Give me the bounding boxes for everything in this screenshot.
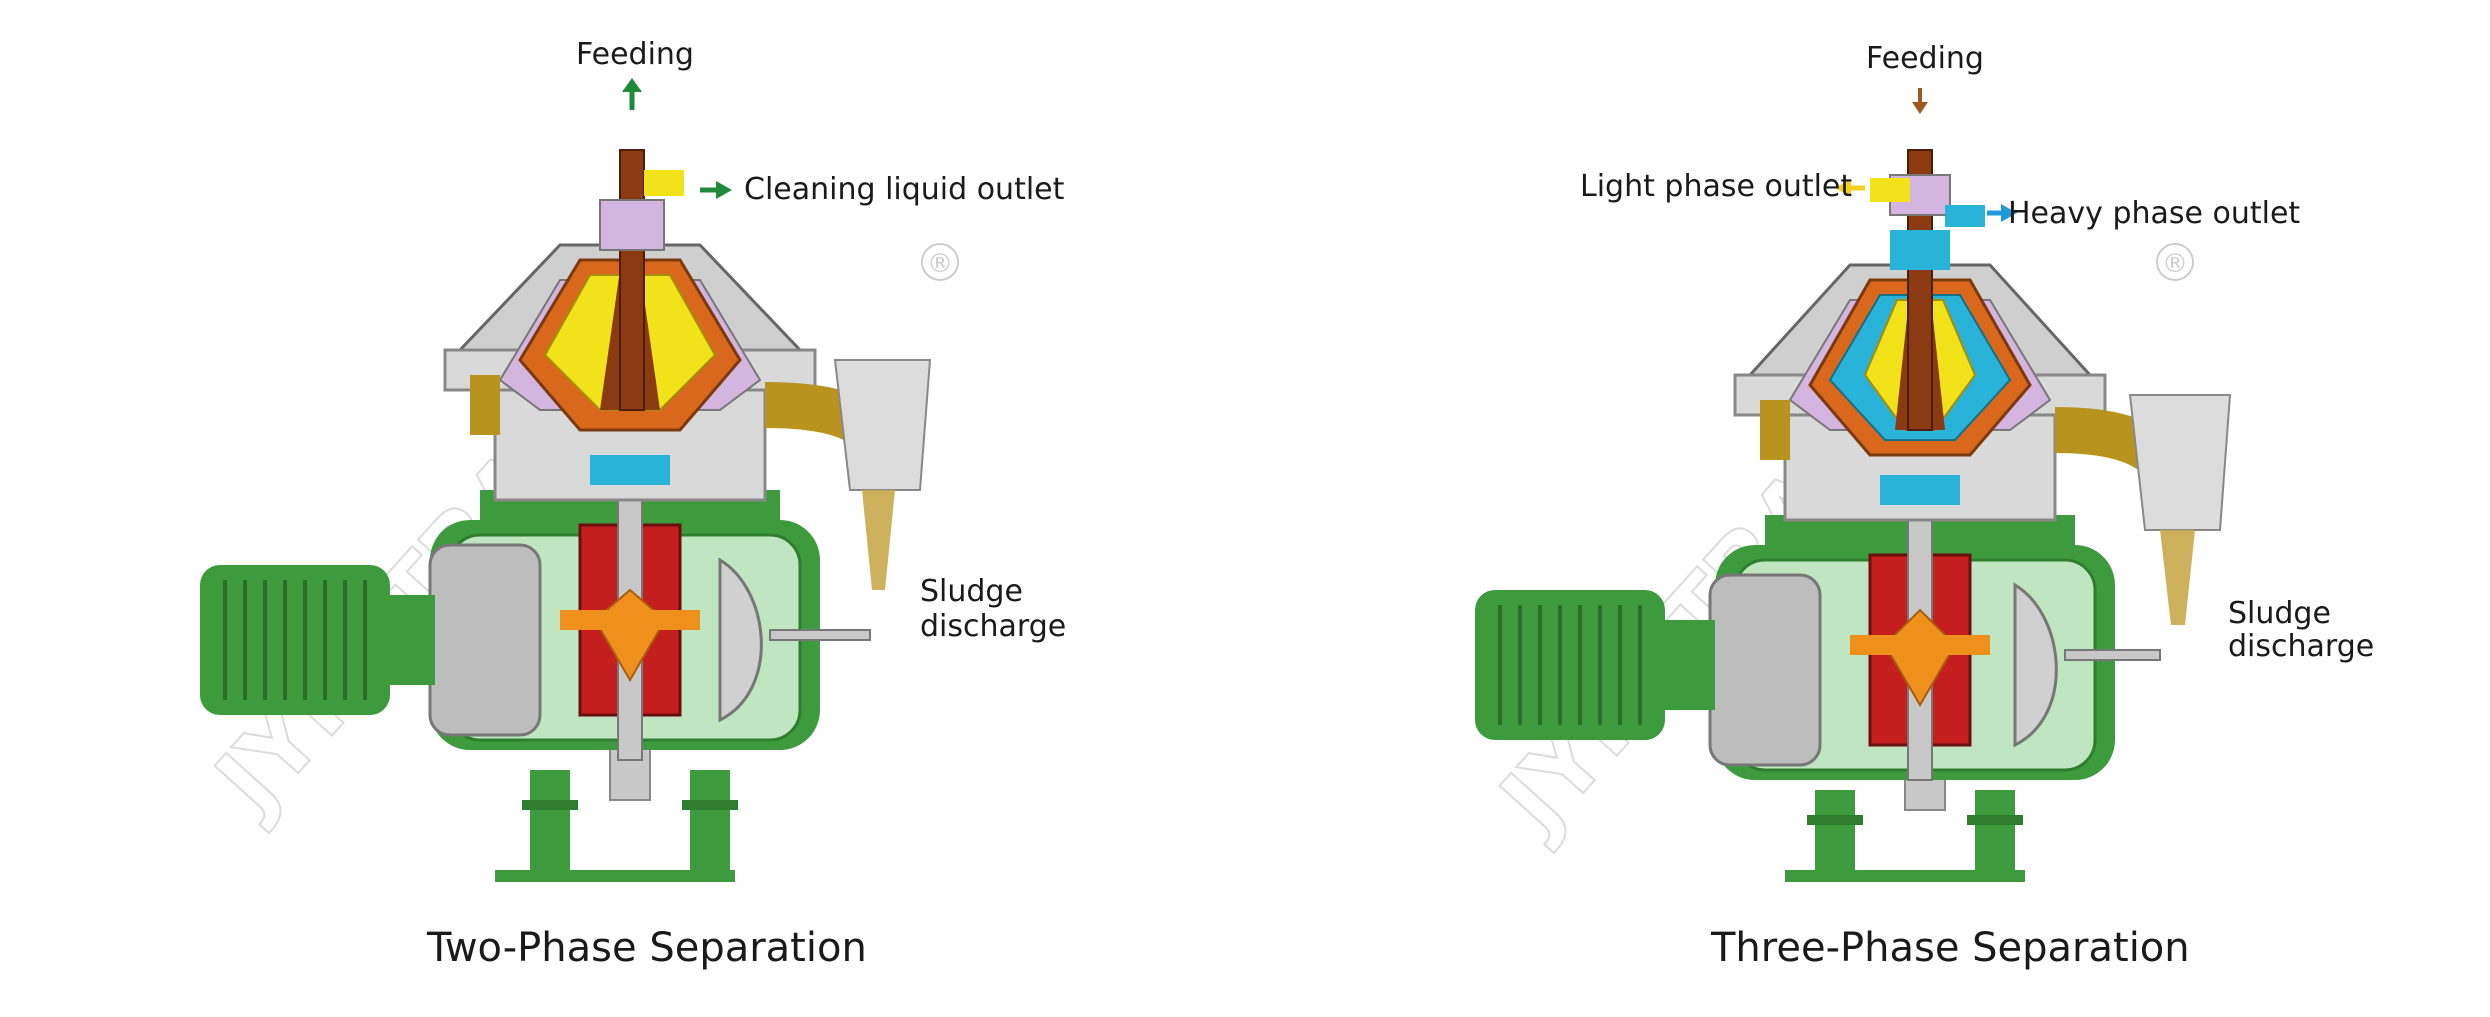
feeding-label: Feeding [1866, 41, 1984, 76]
three-phase-separator-diagram: JYFILTRATION ® [1475, 88, 2232, 882]
sludge-chute [2054, 394, 2232, 625]
feeding-label: Feeding [576, 37, 694, 72]
electric-motor [1475, 590, 1715, 740]
sludge-label-line2: discharge [2228, 629, 2375, 664]
light-phase-outlet-label: Light phase outlet [1580, 169, 1853, 204]
cleaning-outlet-label: Cleaning liquid outlet [744, 172, 1065, 207]
registered-mark: ® [927, 249, 953, 279]
three-phase-caption: Three-Phase Separation [1711, 925, 2190, 971]
registered-mark-group: ® [2156, 243, 2194, 281]
electric-motor [200, 565, 435, 715]
two-phase-separator-diagram: JYFILTRATION ® [191, 78, 959, 882]
light-phase-outlet-arrow [1835, 179, 1865, 197]
feeding-arrow [1912, 88, 1928, 114]
sludge-label-line1: Sludge [920, 574, 1023, 609]
drive-gear [1850, 519, 1990, 781]
sludge-label-line1: Sludge [2228, 596, 2331, 631]
two-phase-panel: JYFILTRATION ® [191, 37, 1067, 972]
separator-bowl [443, 149, 817, 502]
heavy-phase-outlet-label: Heavy phase outlet [2008, 196, 2301, 231]
heavy-phase-outlet-arrow [1987, 204, 2017, 222]
sludge-label-line2: discharge [920, 609, 1067, 644]
registered-mark: ® [2162, 249, 2188, 279]
drive-gear [560, 499, 700, 761]
sludge-chute [764, 359, 932, 590]
feeding-arrow [622, 78, 642, 110]
three-phase-panel: JYFILTRATION ® [1245, 0, 2490, 1017]
registered-mark-group: ® [921, 243, 959, 281]
separator-bowl [1733, 149, 2107, 522]
cleaning-outlet-arrow [700, 181, 732, 199]
two-phase-caption: Two-Phase Separation [427, 925, 867, 971]
